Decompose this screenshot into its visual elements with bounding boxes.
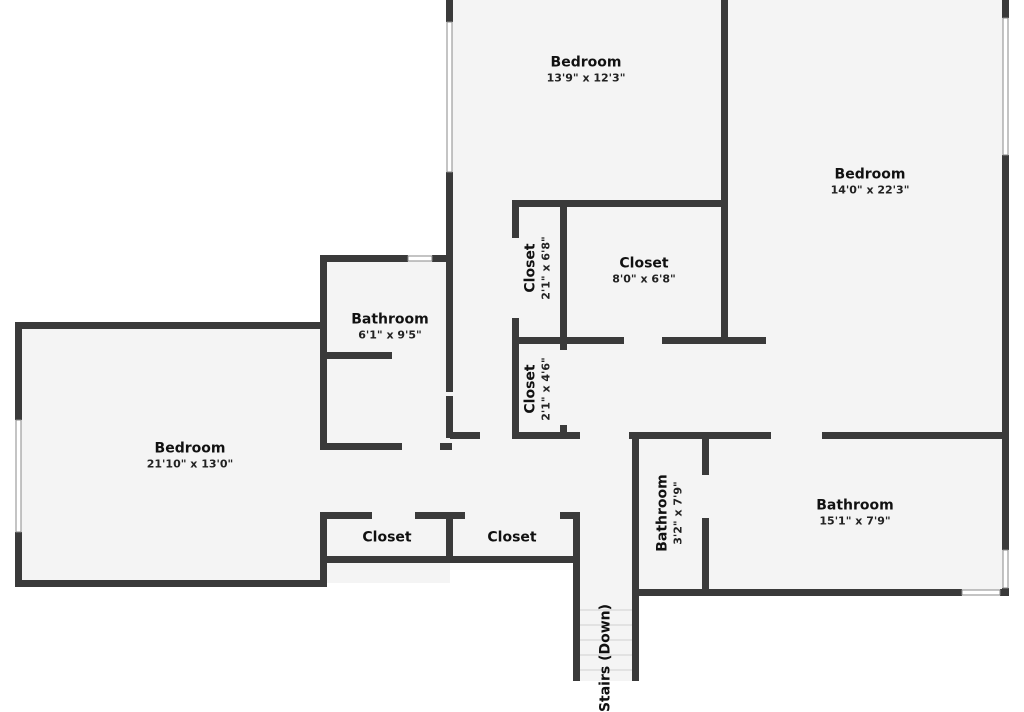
window — [961, 589, 1001, 596]
room-name: Bedroom — [834, 166, 906, 183]
stairs-treads — [580, 609, 632, 671]
room-name: Closet — [487, 529, 537, 546]
room-dimensions: 13'9" x 12'3" — [546, 71, 626, 85]
room-name: Closet — [619, 255, 669, 272]
room-stairs: Stairs (Down) — [598, 604, 615, 712]
room-closet-narrow-lower: Closet 2'1" x 4'6" — [523, 357, 554, 421]
room-name: Closet — [362, 529, 412, 546]
room-bathroom-narrow: Bathroom 3'2" x 7'9" — [655, 474, 686, 552]
room-bedroom-right: Bedroom 14'0" x 22'3" — [831, 167, 910, 198]
room-closet-bottom-right: Closet — [487, 530, 536, 547]
floor-bedroom-top — [450, 0, 724, 437]
room-dimensions: 6'1" x 9'5" — [358, 328, 422, 342]
room-name: Closet — [522, 243, 539, 293]
walls — [15, 0, 1009, 681]
room-dimensions: 2'1" x 6'8" — [539, 236, 553, 300]
room-dimensions: 3'2" x 7'9" — [671, 481, 685, 545]
floor-bedroom-right — [724, 0, 1006, 437]
window — [1002, 17, 1009, 156]
room-name: Closet — [522, 364, 539, 414]
window — [446, 21, 453, 173]
room-dimensions: 2'1" x 4'6" — [539, 357, 553, 421]
room-dimensions: 21'10" x 13'0" — [146, 457, 234, 471]
window — [15, 419, 22, 533]
room-name: Bedroom — [154, 440, 226, 457]
window — [407, 255, 433, 262]
window — [1002, 549, 1009, 589]
room-closet-large: Closet 8'0" x 6'8" — [612, 256, 676, 287]
room-bathroom-large: Bathroom 15'1" x 7'9" — [816, 498, 894, 529]
room-closet-narrow-upper: Closet 2'1" x 6'8" — [523, 236, 554, 300]
room-name: Bathroom — [654, 474, 671, 552]
room-bedroom-top: Bedroom 13'9" x 12'3" — [547, 55, 626, 86]
floor-plan — [15, 0, 1009, 681]
floor-bathrooms — [635, 437, 1006, 592]
windows — [15, 17, 1009, 596]
room-name: Stairs (Down) — [597, 603, 614, 712]
room-name: Bedroom — [550, 54, 622, 71]
room-bathroom-small: Bathroom 6'1" x 9'5" — [351, 312, 429, 343]
room-dimensions: 15'1" x 7'9" — [819, 514, 891, 528]
room-dimensions: 14'0" x 22'3" — [830, 183, 910, 197]
room-closet-bottom-left: Closet — [362, 530, 411, 547]
room-dimensions: 8'0" x 6'8" — [612, 272, 676, 286]
room-name: Bathroom — [816, 497, 894, 514]
room-bedroom-left: Bedroom 21'10" x 13'0" — [147, 441, 234, 472]
room-name: Bathroom — [351, 311, 429, 328]
